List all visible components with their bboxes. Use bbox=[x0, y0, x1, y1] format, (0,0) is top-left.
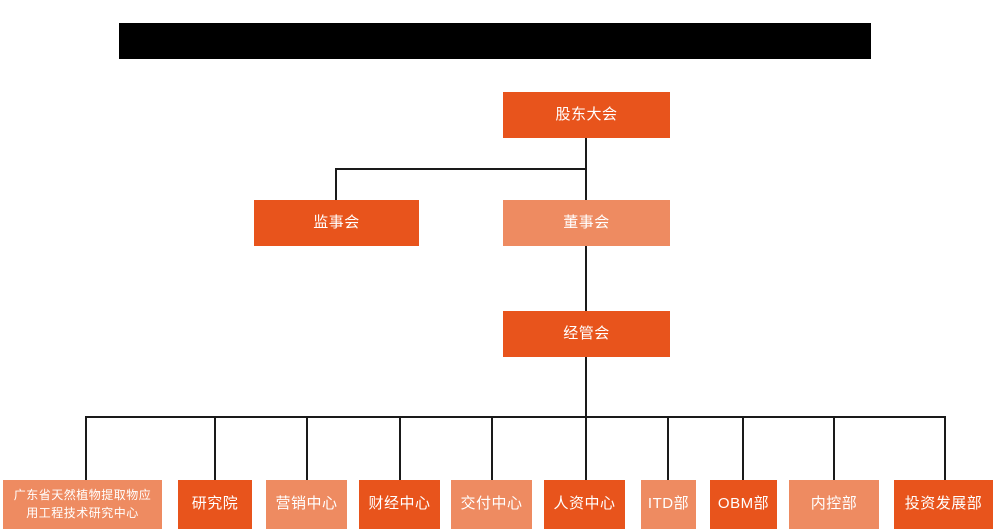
node-department-investment-development[interactable]: 投资发展部 bbox=[894, 480, 993, 529]
connector-directors-down bbox=[585, 168, 587, 201]
node-board-of-supervisors[interactable]: 监事会 bbox=[254, 200, 419, 246]
node-department-delivery-center[interactable]: 交付中心 bbox=[451, 480, 532, 529]
node-department-finance-center[interactable]: 财经中心 bbox=[359, 480, 440, 529]
connector-department-drop-8 bbox=[742, 416, 744, 481]
node-shareholders-meeting-label: 股东大会 bbox=[555, 105, 618, 123]
node-department-marketing-center-label: 营销中心 bbox=[275, 495, 338, 513]
connector-department-drop-9 bbox=[833, 416, 835, 481]
connector-department-drop-6 bbox=[585, 416, 587, 481]
node-department-finance-center-label: 财经中心 bbox=[368, 495, 431, 513]
connector-shareholders-down bbox=[585, 138, 587, 169]
node-board-of-directors[interactable]: 董事会 bbox=[503, 200, 670, 246]
connector-department-drop-7 bbox=[667, 416, 669, 481]
node-department-research-center-label: 广东省天然植物提取物应 用工程技术研究中心 bbox=[13, 488, 152, 520]
node-shareholders-meeting[interactable]: 股东大会 bbox=[503, 92, 670, 138]
connector-department-drop-5 bbox=[491, 416, 493, 481]
connector-departments-bar bbox=[85, 416, 944, 418]
node-department-itd[interactable]: ITD部 bbox=[641, 480, 696, 529]
node-department-delivery-center-label: 交付中心 bbox=[460, 495, 523, 513]
node-department-internal-control-label: 内控部 bbox=[810, 495, 858, 513]
connector-management-down bbox=[585, 357, 587, 417]
node-department-obm-label: OBM部 bbox=[717, 495, 770, 513]
node-management-committee[interactable]: 经管会 bbox=[503, 311, 670, 357]
node-department-internal-control[interactable]: 内控部 bbox=[789, 480, 879, 529]
node-department-marketing-center[interactable]: 营销中心 bbox=[266, 480, 347, 529]
connector-level2-bar bbox=[335, 168, 587, 170]
redacted-title-bar bbox=[119, 23, 871, 59]
connector-department-drop-3 bbox=[306, 416, 308, 481]
node-department-obm[interactable]: OBM部 bbox=[710, 480, 777, 529]
node-board-of-directors-label: 董事会 bbox=[563, 213, 610, 231]
node-department-itd-label: ITD部 bbox=[647, 495, 690, 513]
node-department-research-institute[interactable]: 研究院 bbox=[178, 480, 252, 529]
node-department-research-center[interactable]: 广东省天然植物提取物应 用工程技术研究中心 bbox=[3, 480, 162, 529]
connector-department-drop-2 bbox=[214, 416, 216, 481]
node-department-research-institute-label: 研究院 bbox=[191, 495, 239, 513]
connector-department-drop-1 bbox=[85, 416, 87, 481]
connector-department-drop-4 bbox=[399, 416, 401, 481]
node-board-of-supervisors-label: 监事会 bbox=[313, 213, 360, 231]
connector-directors-to-management bbox=[585, 246, 587, 312]
node-department-investment-development-label: 投资发展部 bbox=[904, 495, 983, 513]
node-department-hr-center-label: 人资中心 bbox=[553, 495, 616, 513]
connector-supervisors-down bbox=[335, 168, 337, 201]
connector-department-drop-10 bbox=[944, 416, 946, 481]
node-management-committee-label: 经管会 bbox=[563, 324, 610, 342]
node-department-hr-center[interactable]: 人资中心 bbox=[544, 480, 625, 529]
